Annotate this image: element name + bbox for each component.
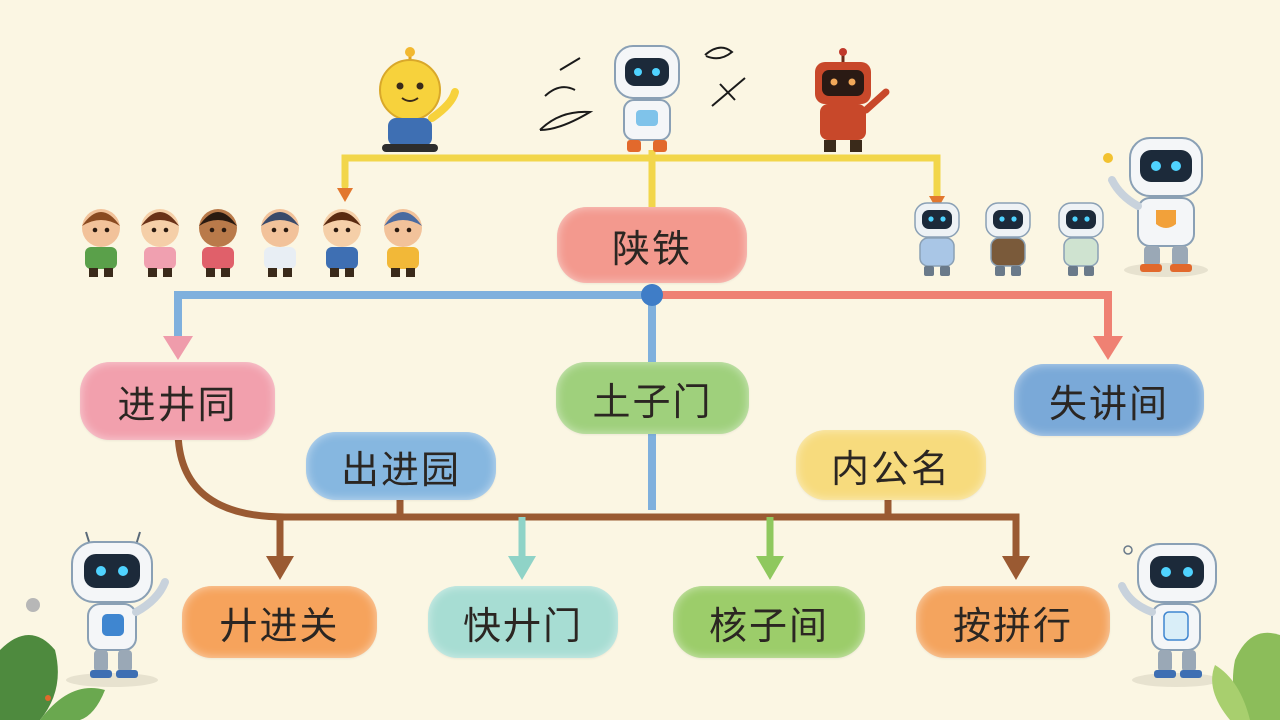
arrow-to-right-node bbox=[1093, 336, 1123, 360]
connectors bbox=[163, 150, 1123, 580]
node-left: 进井同 bbox=[80, 362, 275, 440]
arrow-leaf-4 bbox=[1002, 556, 1030, 580]
child-6-icon bbox=[384, 209, 422, 277]
child-3-icon bbox=[199, 209, 237, 277]
arrow-leaf-3 bbox=[756, 556, 784, 580]
small-robots-group bbox=[914, 202, 1104, 276]
node-mid-right: 内公名 bbox=[796, 430, 986, 500]
junction-dot bbox=[641, 284, 663, 306]
leaf-node-1: 廾进关 bbox=[182, 586, 377, 658]
leaf-bottom-right-icon bbox=[1212, 632, 1280, 720]
leaf-bottom-left-icon bbox=[0, 635, 105, 720]
leaf-node-3: 核子间 bbox=[673, 586, 865, 658]
doodle-right bbox=[704, 46, 746, 107]
brown-connector bbox=[174, 426, 1020, 560]
blue-connector bbox=[174, 291, 656, 342]
child-2-icon bbox=[141, 209, 179, 277]
node-mid-left: 出进园 bbox=[306, 432, 496, 500]
root-node: 陕铁 bbox=[557, 207, 747, 283]
node-right: 失讲间 bbox=[1014, 364, 1204, 436]
dot-decoration bbox=[26, 598, 40, 612]
yellow-connector bbox=[341, 154, 941, 202]
arrow-leaf-1 bbox=[266, 556, 294, 580]
node-center: 土子门 bbox=[556, 362, 749, 434]
arrow-to-left-node bbox=[163, 336, 193, 360]
leaf-node-2: 快廾门 bbox=[428, 586, 618, 658]
doodle-left bbox=[539, 57, 594, 131]
yellow-robot-icon bbox=[379, 47, 459, 152]
red-robot-icon bbox=[815, 48, 890, 152]
robot-bottom-right-icon bbox=[1118, 543, 1220, 687]
children-group bbox=[82, 209, 422, 277]
small-robot-3-icon bbox=[1058, 202, 1104, 276]
child-1-icon bbox=[82, 209, 120, 277]
child-4-icon bbox=[261, 209, 299, 277]
arrow-leaf-2 bbox=[508, 556, 536, 580]
robot-bottom-left-icon bbox=[66, 531, 169, 687]
yellow-arrow-left bbox=[337, 188, 353, 202]
leaf-node-4: 按拼行 bbox=[916, 586, 1110, 658]
red-connector bbox=[648, 291, 1112, 342]
white-robot-icon bbox=[614, 45, 680, 152]
small-robot-2-icon bbox=[985, 202, 1031, 276]
small-robot-1-icon bbox=[914, 202, 960, 276]
child-5-icon bbox=[323, 209, 361, 277]
big-white-robot-icon bbox=[1103, 137, 1208, 277]
